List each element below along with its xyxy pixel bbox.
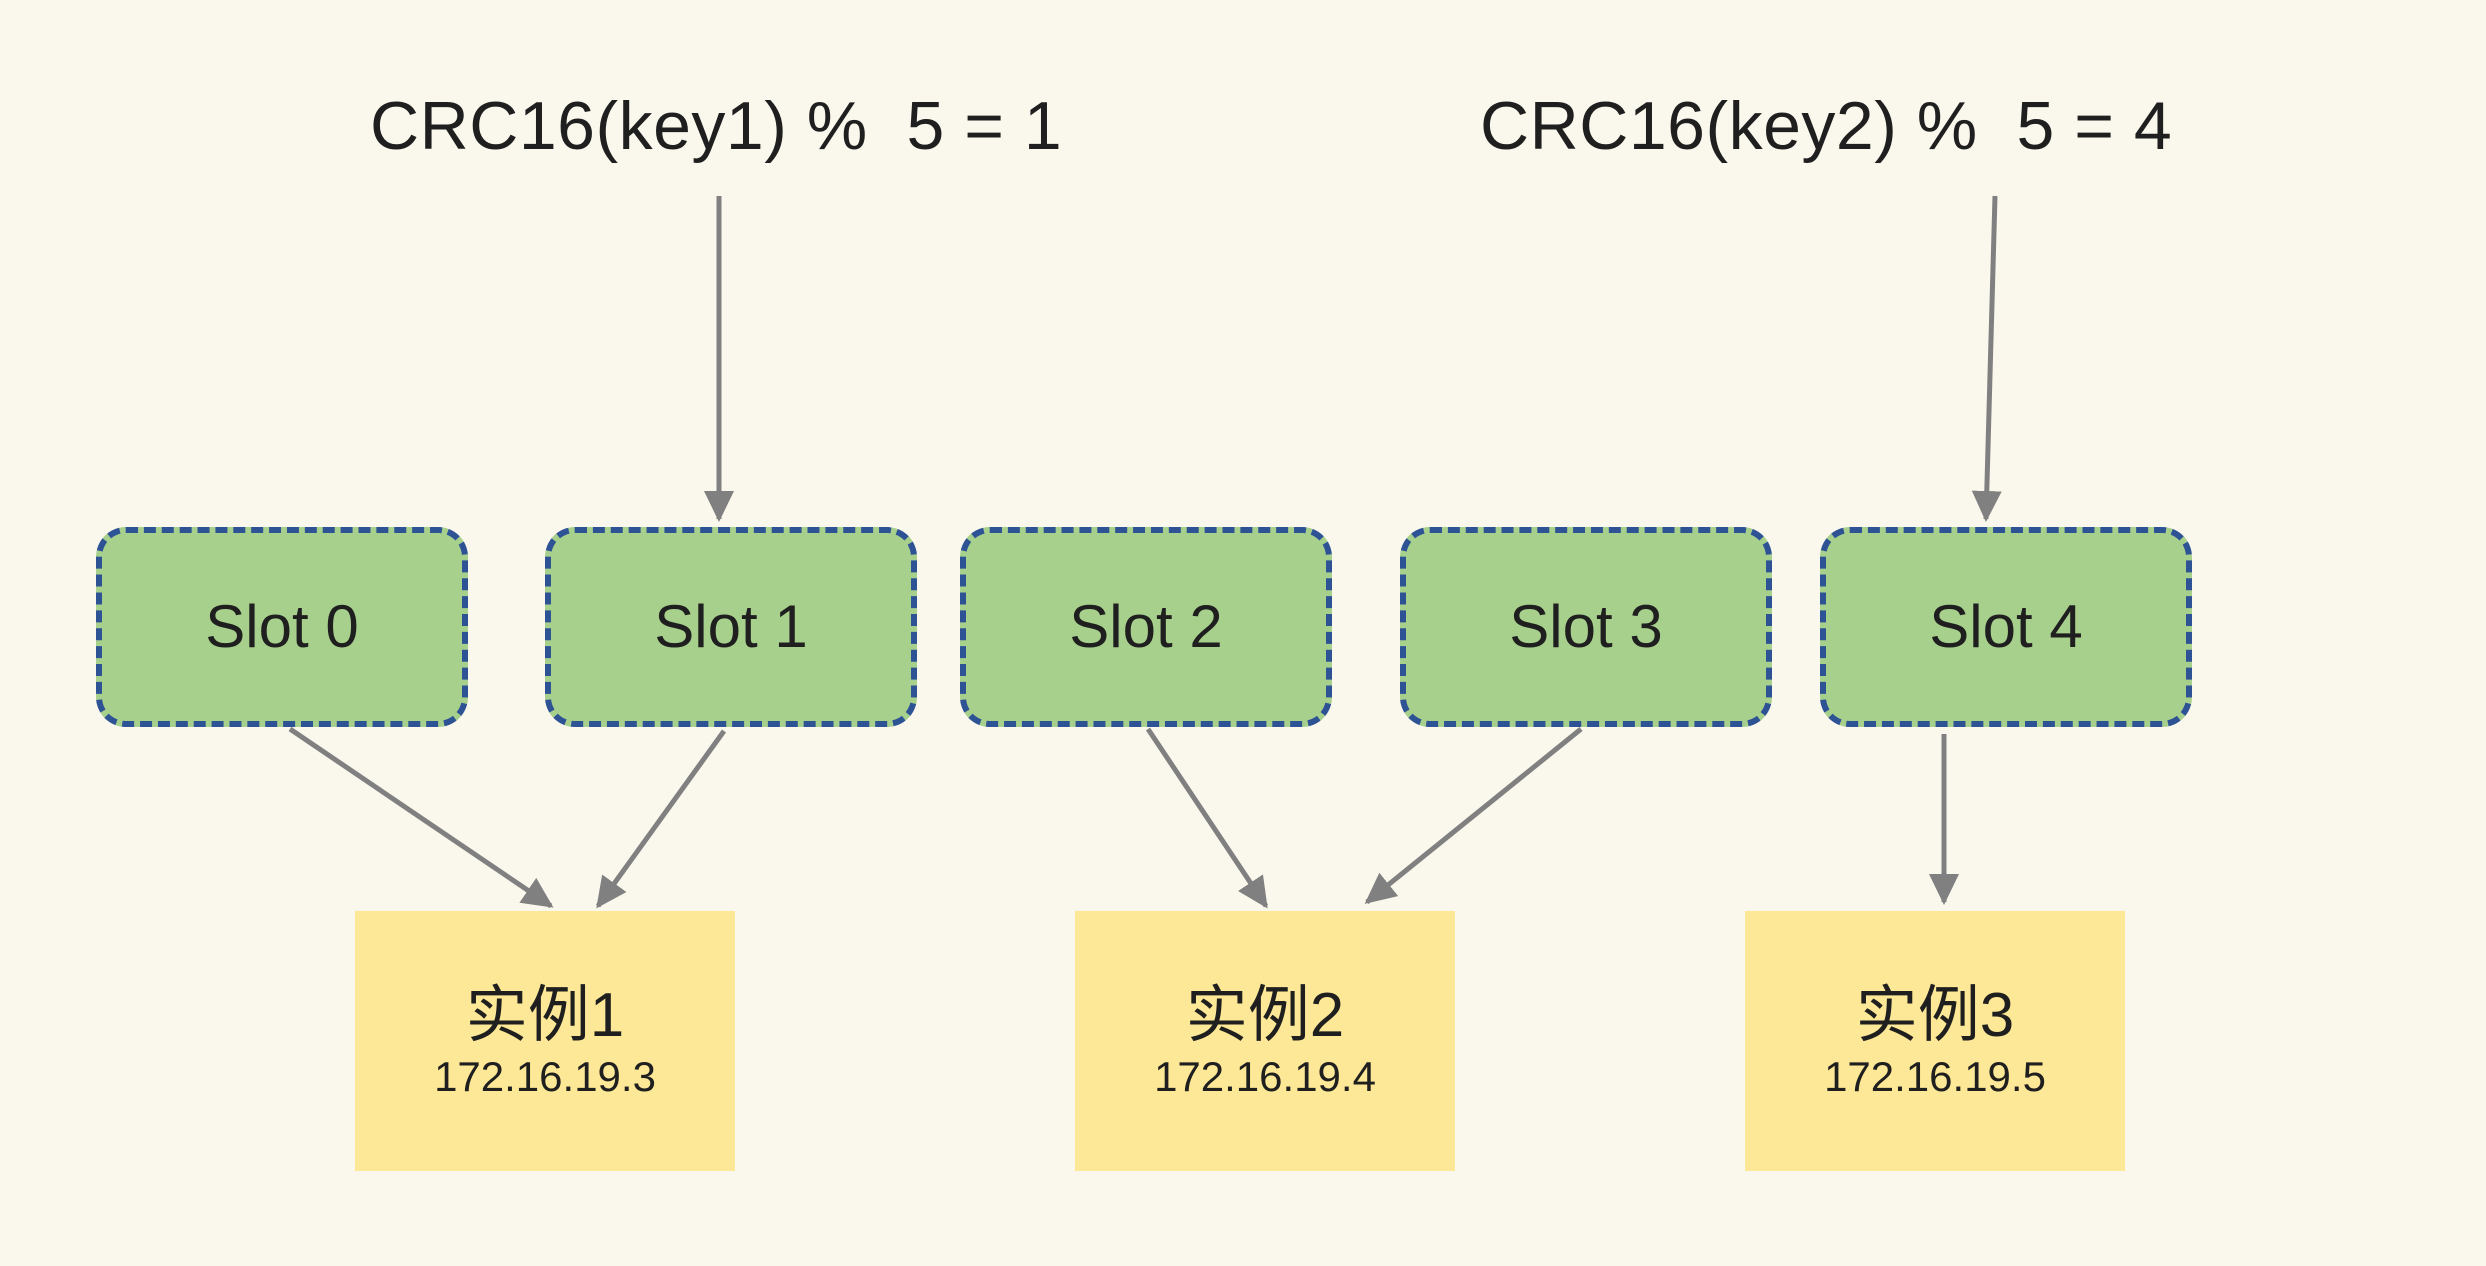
slot-label: Slot 2 bbox=[1069, 593, 1223, 660]
instance-name: 实例3 bbox=[1855, 981, 2015, 1051]
instance-box-2[interactable]: 实例2 172.16.19.4 bbox=[1075, 911, 1455, 1171]
instance-ip: 172.16.19.4 bbox=[1154, 1052, 1376, 1100]
slot-box-0[interactable]: Slot 0 bbox=[96, 527, 468, 727]
arrow-slot1-to-instance1 bbox=[595, 729, 727, 909]
arrow-key2-to-slot4 bbox=[1971, 195, 2002, 522]
slot-label: Slot 3 bbox=[1509, 593, 1663, 660]
slot-box-2[interactable]: Slot 2 bbox=[960, 527, 1332, 727]
arrow-slot3-to-instance2 bbox=[1364, 727, 1583, 904]
instance-name: 实例1 bbox=[465, 981, 625, 1051]
slot-box-4[interactable]: Slot 4 bbox=[1820, 527, 2192, 727]
slot-label: Slot 1 bbox=[654, 593, 808, 660]
slot-label: Slot 4 bbox=[1929, 593, 2083, 660]
instance-box-3[interactable]: 实例3 172.16.19.5 bbox=[1745, 911, 2125, 1171]
slot-label: Slot 0 bbox=[205, 593, 359, 660]
annotation-crc16-key1: CRC16(key1) % 5 = 1 bbox=[370, 88, 1063, 164]
instance-ip: 172.16.19.5 bbox=[1824, 1052, 2046, 1100]
arrow-slot0-to-instance1 bbox=[288, 726, 554, 909]
instance-ip: 172.16.19.3 bbox=[434, 1052, 656, 1100]
slot-box-3[interactable]: Slot 3 bbox=[1400, 527, 1772, 727]
arrow-slot2-to-instance2 bbox=[1145, 727, 1269, 909]
annotation-crc16-key2: CRC16(key2) % 5 = 4 bbox=[1480, 88, 2173, 164]
slot-box-1[interactable]: Slot 1 bbox=[545, 527, 917, 727]
instance-name: 实例2 bbox=[1185, 981, 1345, 1051]
instance-box-1[interactable]: 实例1 172.16.19.3 bbox=[355, 911, 735, 1171]
